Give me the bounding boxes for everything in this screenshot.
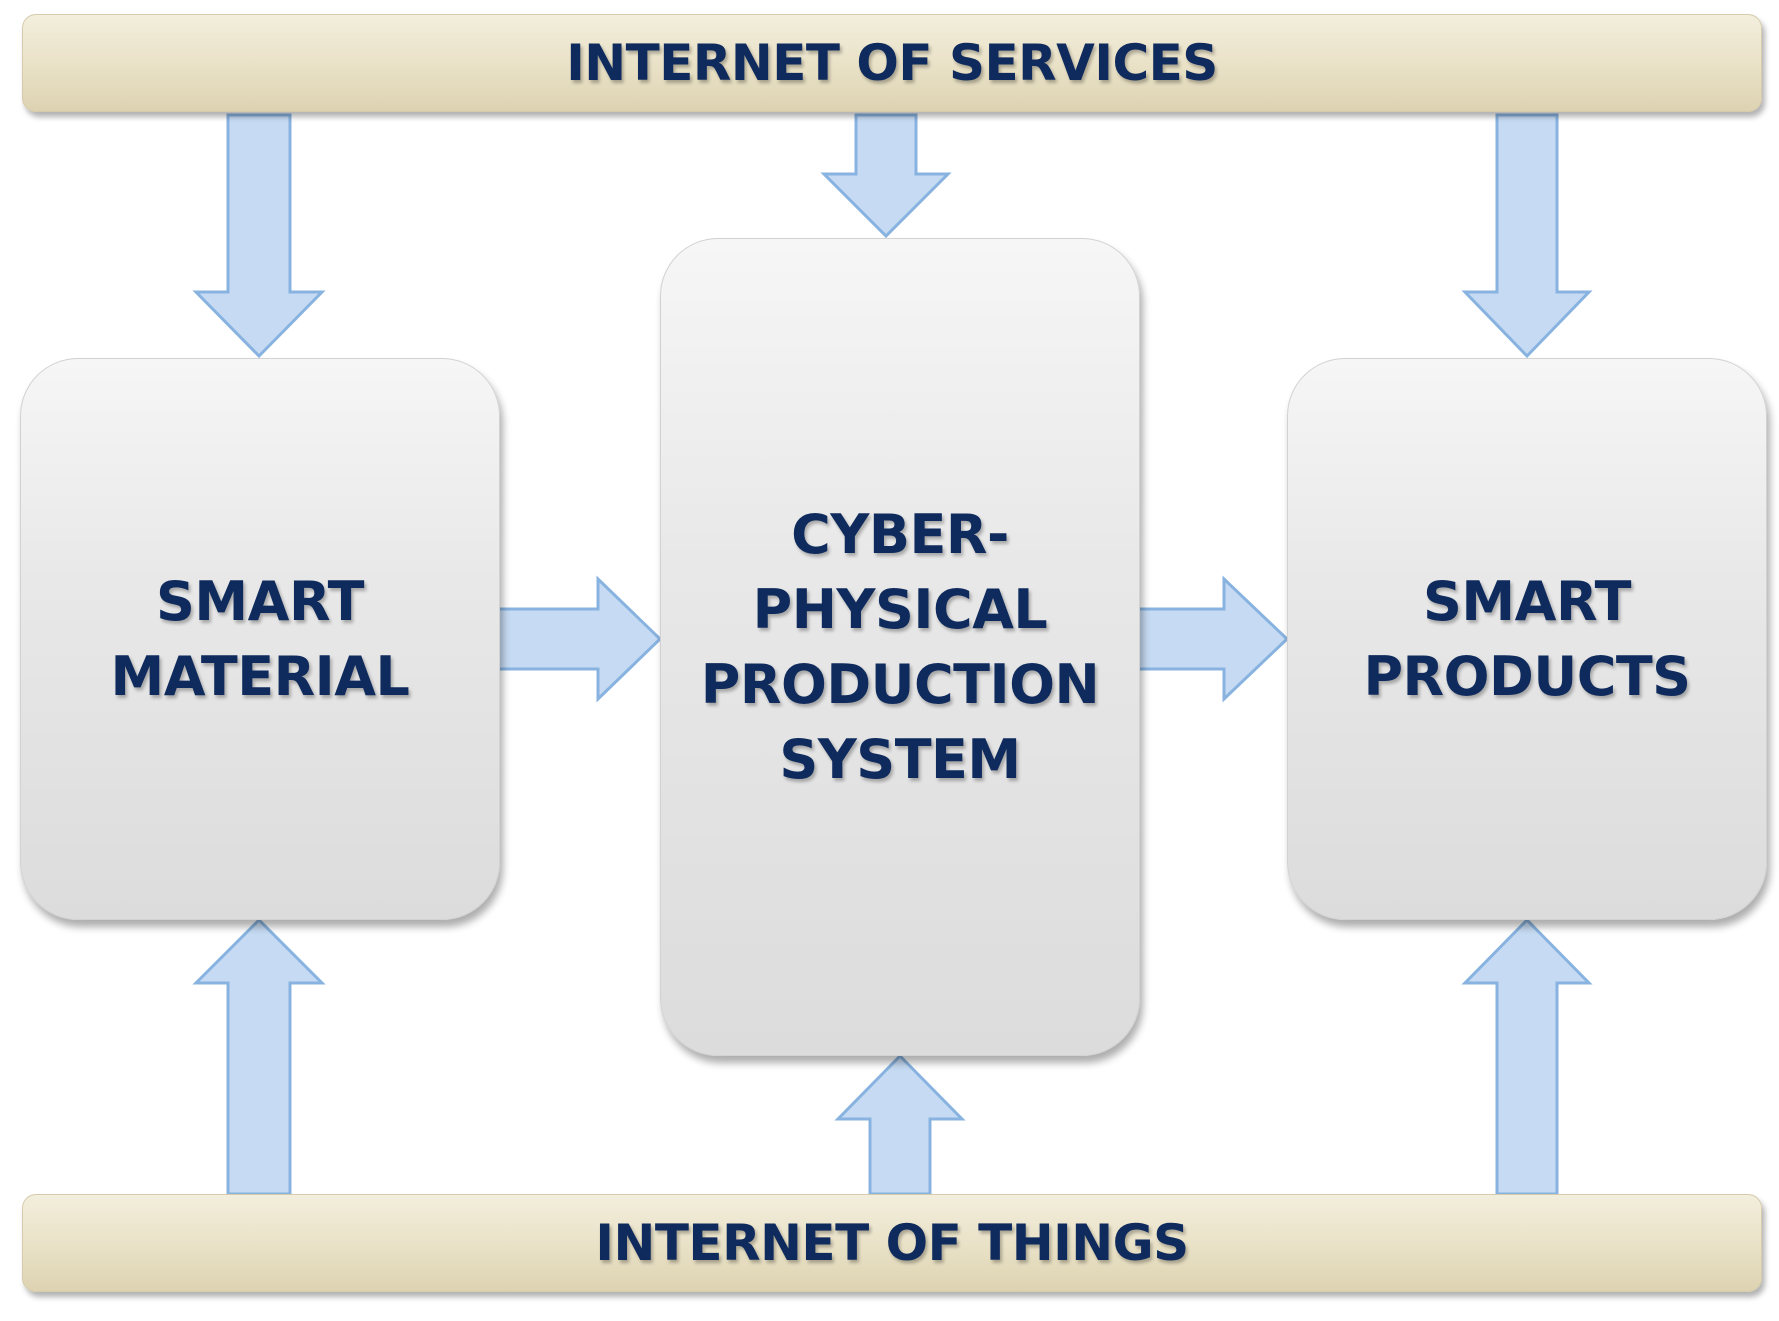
production-system-line-2: PHYSICAL	[752, 578, 1048, 641]
arrow-things-to-production-system	[834, 1053, 966, 1196]
internet-of-things-label: INTERNET OF THINGS	[595, 1214, 1189, 1272]
arrow-production-to-products	[1136, 575, 1290, 703]
production-system-line-3: PRODUCTION	[700, 653, 1100, 716]
production-system-label: CYBER- PHYSICAL PRODUCTION SYSTEM	[700, 497, 1100, 797]
smart-material-box: SMART MATERIAL	[20, 358, 500, 920]
internet-of-services-label: INTERNET OF SERVICES	[566, 34, 1218, 92]
smart-products-label: SMART PRODUCTS	[1363, 564, 1691, 714]
smart-material-label: SMART MATERIAL	[111, 564, 410, 714]
arrow-things-to-smart-material	[192, 917, 326, 1196]
production-system-line-4: SYSTEM	[779, 728, 1021, 791]
smart-products-box: SMART PRODUCTS	[1287, 358, 1767, 920]
internet-of-things-bar: INTERNET OF THINGS	[22, 1194, 1762, 1292]
smart-material-line-1: SMART	[156, 570, 364, 633]
internet-of-services-bar: INTERNET OF SERVICES	[22, 14, 1762, 112]
arrow-things-to-smart-products	[1461, 917, 1593, 1196]
smart-material-line-2: MATERIAL	[110, 645, 410, 708]
smart-products-line-1: SMART	[1423, 570, 1631, 633]
production-system-box: CYBER- PHYSICAL PRODUCTION SYSTEM	[660, 238, 1140, 1056]
arrow-material-to-production	[495, 575, 663, 703]
smart-products-line-2: PRODUCTS	[1363, 645, 1691, 708]
production-system-line-1: CYBER-	[791, 503, 1009, 566]
arrow-services-to-smart-material	[192, 113, 326, 359]
arrow-services-to-production-system	[820, 113, 952, 239]
arrow-services-to-smart-products	[1461, 113, 1593, 359]
